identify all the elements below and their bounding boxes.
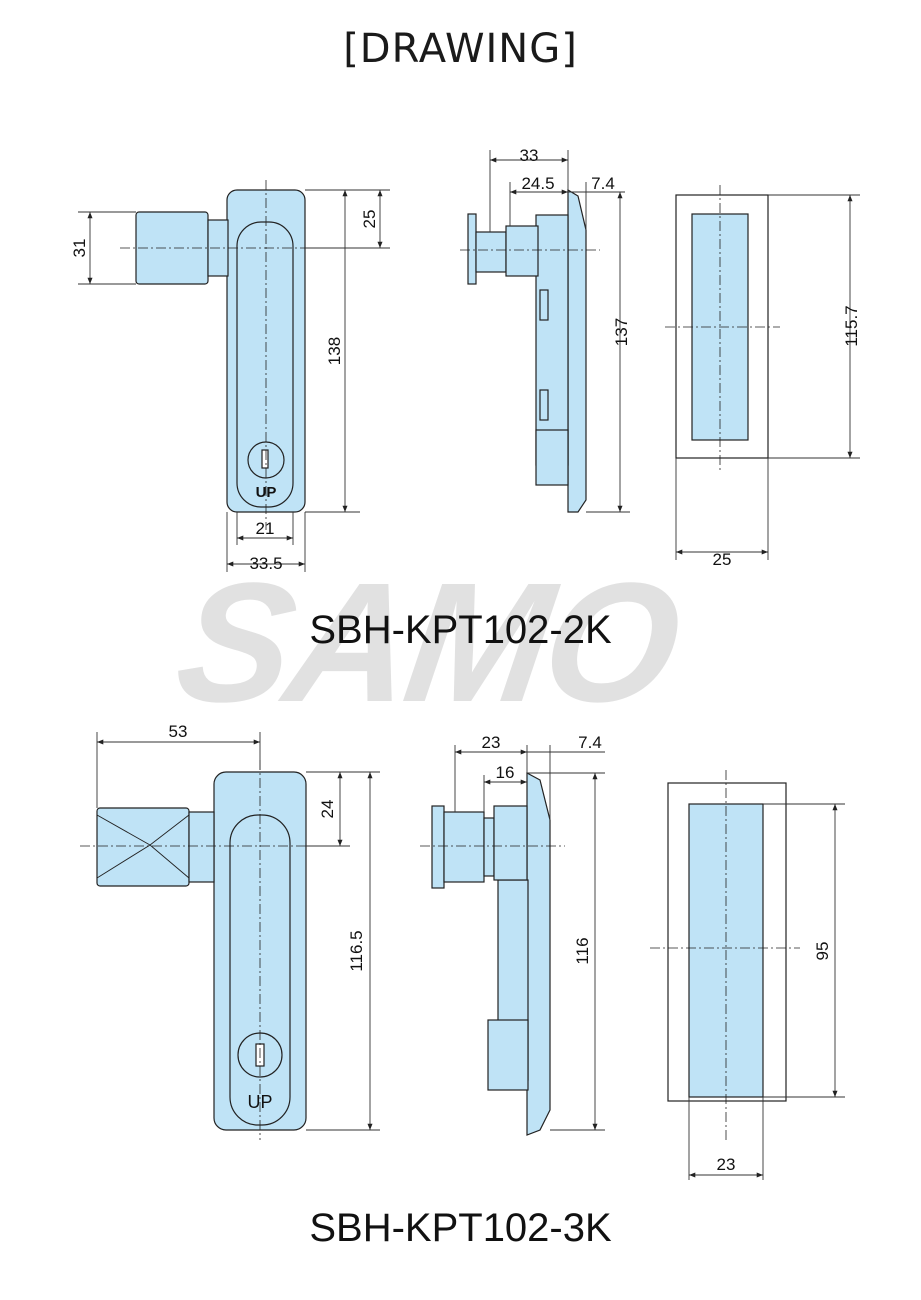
- cutout-view-3k: [650, 770, 800, 1140]
- dim-plate-2k: 7.4: [591, 174, 615, 193]
- dim-cutout-height-3k: 95: [813, 942, 832, 961]
- dim-height-3k: 116.5: [347, 930, 366, 971]
- dim-cutout-height-2k: 115.7: [842, 305, 861, 346]
- side-view-3k: [420, 771, 565, 1136]
- dim-width-2k: 33.5: [249, 554, 282, 573]
- model-label-2k: SBH-KPT102-2K: [309, 608, 612, 652]
- front-handle-3k: [229, 814, 291, 1126]
- up-label-3k: UP: [247, 1092, 272, 1112]
- dim-cylinder-2k: 24.5: [521, 174, 554, 193]
- cutout-view-2k: [665, 185, 780, 470]
- page-title: [DRAWING]: [343, 26, 578, 72]
- dim-cutout-width-2k: 25: [713, 550, 732, 569]
- dim-cylinder-3k: 16: [496, 763, 515, 782]
- front-knob-3k: [96, 807, 190, 887]
- dim-cutout-width-3k: 23: [717, 1155, 736, 1174]
- dim-top-offset-3k: 24: [318, 800, 337, 819]
- front-view-2k: [120, 180, 320, 530]
- dim-side-height-2k: 137: [612, 318, 631, 346]
- dim-side-height-3k: 116: [573, 937, 592, 964]
- dim-height-2k: 138: [325, 337, 344, 365]
- dim-top-offset-2k: 25: [360, 210, 379, 229]
- dim-plate-3k: 7.4: [578, 733, 602, 752]
- dim-handle-length-3k: 53: [169, 722, 188, 741]
- side-view-2k: [460, 188, 600, 513]
- model-label-3k: SBH-KPT102-3K: [309, 1206, 612, 1250]
- dim-inner-width-2k: 21: [256, 519, 275, 538]
- dim-key-width-2k: 31: [70, 239, 89, 258]
- front-view-3k: [80, 760, 320, 1140]
- front-handle-2k: [236, 221, 294, 508]
- dim-depth-3k: 23: [482, 733, 501, 752]
- dim-depth-2k: 33: [520, 146, 539, 165]
- up-label-2k: UP: [256, 484, 277, 501]
